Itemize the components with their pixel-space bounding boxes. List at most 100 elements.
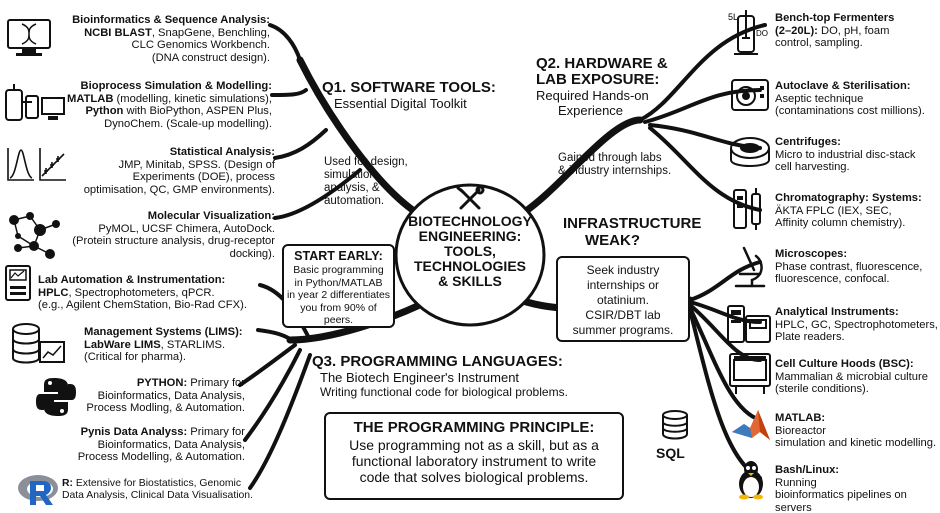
programming-line: Bioinformatics, Data Analysis, [80,390,245,403]
hardware-title: Bash/Linux: [775,464,840,476]
software-title: Molecular Visualization: [147,210,275,222]
hardware-text: Running [775,476,817,489]
software-line: DynoChem. (Scale-up modelling). [40,118,272,131]
matlab-logo-icon [732,410,770,440]
programming-line: Process Modling, & Automation. [80,402,245,415]
principle-line: Use programming not as a skill, but as a [349,437,599,453]
software-line: (DNA construct design). [40,52,270,65]
hardware-line: ÄKTA FPLC (IEX, SEC, [775,205,940,218]
software-text: (DNA construct design). [151,51,270,64]
software-text: (Critical for pharma). [84,351,186,364]
q2-subtitle-line: Required Hands-on [536,88,649,103]
hardware-text: ÄKTA FPLC (IEX, SEC, [775,204,892,217]
infrastructure-title: INFRASTRUCTURE WEAK? [563,215,713,249]
q3-subtitle: The Biotech Engineer's Instrument [320,370,520,385]
programming-title: Pynis Data Analyss: [80,426,188,438]
biosafety-cabinet-icon [729,353,771,394]
hardware-title: Microscopes: [775,248,848,260]
software-line: PyMOL, UCSF Chimera, AutoDock. [40,223,275,236]
software-tool-name: MATLAB [67,92,114,105]
hardware-line: Mammalian & microbial culture [775,371,940,384]
hardware-line: bioinformatics pipelines on servers [775,489,940,513]
hardware-line: Phase contrast, fluorescence, [775,261,940,274]
hardware-text: control, sampling. [775,37,863,50]
fermenter-icon: 5L DO [728,10,768,55]
hardware-line: simulation and kinetic modelling. [775,437,940,450]
software-tool-name: LabWare LIMS [84,338,161,351]
software-item-molecular: Molecular Visualization:PyMOL, UCSF Chim… [40,210,275,260]
hardware-title: Analytical Instruments: [775,306,899,318]
programming-text: Extensive for Biostatistics, Genomic [75,478,242,489]
software-text: , Spectrophotometers, qPCR. [68,286,215,299]
programming-line: Pynis Data Analyss: Primary for [60,426,245,439]
hardware-text: HPLC, GC, Spectrophotometers, [775,318,938,331]
q1-title: Q1. SOFTWARE TOOLS: [322,79,496,96]
software-tool-name: Python [85,105,124,118]
hardware-line: Micro to industrial disc-stack [775,149,940,162]
programming-line: Bioinformatics, Data Analysis, [60,439,245,452]
programming-principle-box: THE PROGRAMMING PRINCIPLE: Use programmi… [324,412,624,500]
start-early-line: in year 2 differentiates [286,289,391,301]
q3-header: Q3. PROGRAMMING LANGUAGES: The Biotech E… [312,354,602,400]
fermenter-label-5l: 5L [728,12,738,22]
software-title: Bioinformatics & Sequence Analysis: [72,14,270,26]
start-early-line: you from 90% of peers. [300,301,377,327]
infrastructure-line: Seek industry [586,263,660,277]
software-text: , STARLIMS. [160,338,226,351]
center-title-line: ENGINEERING: [418,228,522,244]
infrastructure-line: internships or [586,278,660,292]
hardware-title: Autoclave & Sterilisation: [775,80,911,92]
hardware-text: Mammalian & microbial culture [775,370,928,383]
sql-database-icon [662,410,688,440]
hardware-text: simulation and kinetic modelling. [775,437,937,450]
software-title: Statistical Analysis: [169,146,275,158]
hardware-text: DO, pH, foam [821,24,890,37]
database-chart-icon [12,323,65,364]
hardware-item-analytical: Analytical Instruments:HPLC, GC, Spectro… [775,306,940,344]
software-line: Python with BioPython, ASPEN Plus, [40,105,272,118]
software-line: (Critical for pharma). [84,351,274,364]
q2-header: Q2. HARDWARE & LAB EXPOSURE: Required Ha… [536,55,696,119]
software-line: HPLC, Spectrophotometers, qPCR. [38,287,278,300]
software-item-lims: Management Systems (LIMS):LabWare LIMS, … [84,326,274,364]
q1-note-line: simulation, [324,169,379,181]
bioreactor-computer-icon [5,84,65,121]
hardware-line: Aseptic technique [775,93,940,106]
q1-header: Q1. SOFTWARE TOOLS: Essential Digital To… [322,79,522,112]
software-line: optimisation, QC, GMP environments). [40,184,275,197]
programming-text: Primary for [190,426,245,438]
infrastructure-title-line: WEAK? [585,232,640,249]
infrastructure-line: CSIR/DBT lab [585,308,661,322]
software-line: CLC Genomics Workbench. [40,39,270,52]
q2-subtitle-line: Experience [558,103,624,118]
q2-title-line: Q2. HARDWARE & [536,55,668,72]
principle-line: functional laboratory instrument to writ… [351,453,597,469]
hardware-line: (contaminations cost millions). [775,105,940,118]
hardware-text: Plate readers. [775,331,845,344]
programming-title: PYTHON: [136,377,188,389]
q2-note-line: & industry internships. [558,165,672,177]
programming-text: Bioinformatics, Data Analysis, [97,389,245,402]
software-text: (modelling, kinetic simulations), [113,92,272,105]
hardware-title: Centrifuges: [775,136,841,148]
software-title: Bioprocess Simulation & Modelling: [80,80,272,92]
infrastructure-title-line: INFRASTRUCTURE [563,215,702,232]
hardware-line: Plate readers. [775,331,940,344]
hardware-item-fermenters: Bench-top Fermenters(2–20L): DO, pH, foa… [775,12,935,50]
q1-note: Used for design, simulation, analysis, &… [324,156,414,208]
principle-line: code that solves biological problems. [359,469,589,485]
software-line: Experiments (DOE), process [40,171,275,184]
programming-title: R: [62,478,73,489]
centrifuge-icon [730,137,770,167]
start-early-line: in Python/MATLAB [294,276,383,289]
software-line: MATLAB (modelling, kinetic simulations), [40,93,272,106]
software-line: (Protein structure analysis, drug-recept… [40,235,275,248]
software-line: LabWare LIMS, STARLIMS. [84,339,274,352]
programming-line: Process Modelling, & Automation. [60,451,245,464]
hardware-line: cell harvesting. [775,161,940,174]
q3-subtitle-2: Writing functional code for biological p… [320,385,568,399]
start-early-box: START EARLY: Basic programming in Python… [282,244,395,328]
hardware-item-chromatography: Chromatography: Systems:ÄKTA FPLC (IEX, … [775,192,940,230]
hardware-item-centrifuges: Centrifuges:Micro to industrial disc-sta… [775,136,940,174]
